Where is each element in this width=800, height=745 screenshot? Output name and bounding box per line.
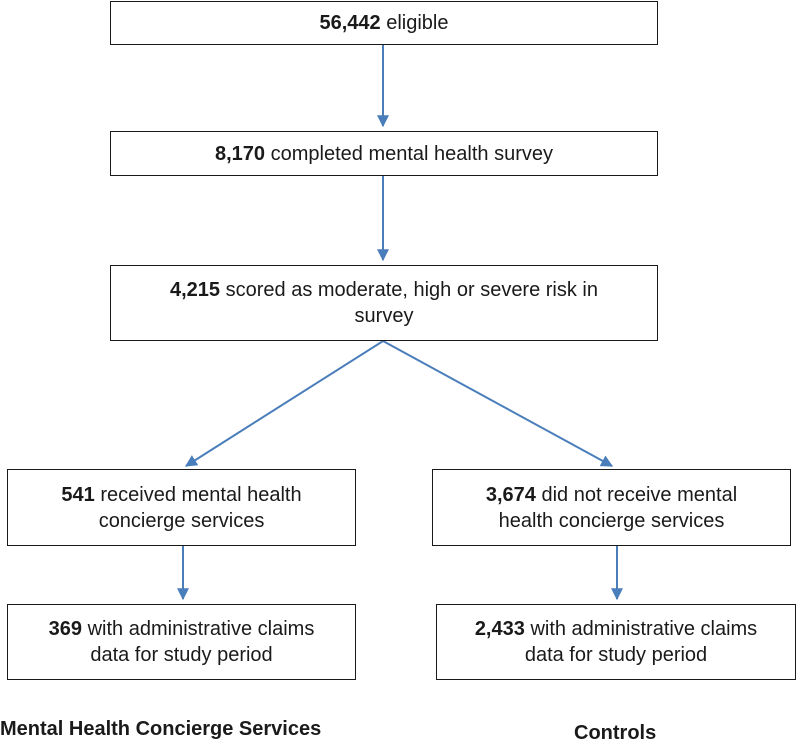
control-claims-count: 2,433: [474, 618, 525, 640]
completed-survey-box: 8,170 completed mental health survey: [110, 131, 658, 176]
eligible-count: 56,442: [319, 12, 381, 34]
scored-risk-box: 4,215 scored as moderate, high or severe…: [110, 265, 658, 341]
mhcs-claims-box: 369 with administrative claims data for …: [7, 604, 356, 680]
arrow-risk-to-not-received: [382, 340, 614, 467]
received-services-box: 541 received mental health concierge ser…: [7, 469, 356, 546]
completed-survey-count: 8,170: [215, 142, 266, 165]
received-services-label: received mental health concierge service…: [98, 483, 302, 532]
caption-controls: Controls: [574, 722, 657, 744]
mhcs-claims-count: 369: [48, 618, 83, 640]
not-received-services-box: 3,674 did not receive mental health conc…: [432, 469, 791, 546]
caption-mental-health-concierge-services: Mental Health Concierge Services: [0, 718, 322, 740]
completed-survey-label: completed mental health survey: [270, 142, 553, 165]
arrow-risk-to-received: [184, 340, 384, 467]
mhcs-claims-label: with administrative claims data for stud…: [87, 618, 315, 666]
not-received-services-count: 3,674: [485, 483, 536, 506]
eligible-box: 56,442 eligible: [110, 1, 658, 45]
received-services-count: 541: [61, 483, 95, 506]
control-claims-box: 2,433 with administrative claims data fo…: [436, 604, 796, 680]
scored-risk-label: scored as moderate, high or severe risk …: [225, 279, 599, 327]
eligible-label: eligible: [386, 12, 449, 34]
not-received-services-label: did not receive mental health concierge …: [498, 483, 738, 532]
scored-risk-count: 4,215: [169, 279, 221, 301]
control-claims-label: with administrative claims data for stud…: [524, 618, 758, 666]
